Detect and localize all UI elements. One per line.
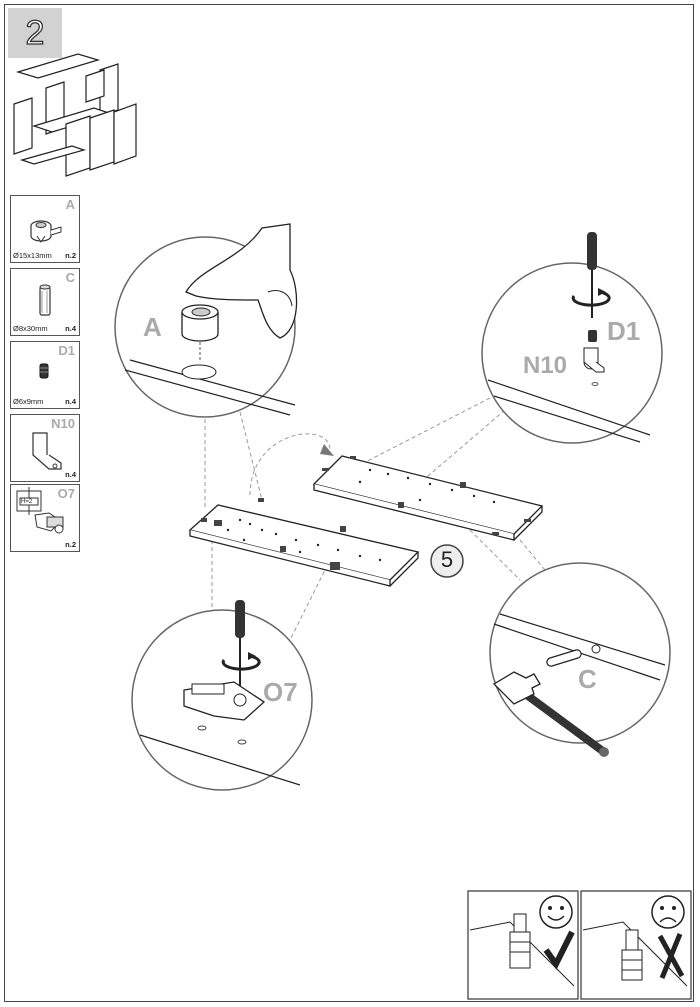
step-number: 2 xyxy=(25,13,45,52)
detail-label-o7: O7 xyxy=(263,677,298,707)
detail-circle-o7 xyxy=(131,600,313,791)
part-size: Ø15x13mm xyxy=(13,251,52,260)
detail-label-d1: D1 xyxy=(607,316,641,346)
part-size: Ø8x30mm xyxy=(13,324,48,333)
incorrect-usage-panel xyxy=(580,890,692,1000)
panel-right xyxy=(312,455,544,541)
detail-circle-c xyxy=(489,562,671,757)
quantity-callout-number: 5 xyxy=(440,547,454,572)
step-badge: 2 xyxy=(8,8,62,58)
hinge-marking: H=2 xyxy=(21,499,33,505)
part-card-n10: N10 n.4 xyxy=(10,414,80,482)
part-quantity: n.2 xyxy=(65,251,76,260)
part-code: N10 xyxy=(51,416,75,431)
part-quantity: n.4 xyxy=(65,324,76,333)
hammer-handle xyxy=(516,686,608,756)
quantity-callout xyxy=(430,544,464,578)
page-frame xyxy=(4,4,694,1002)
part-card-d1: D1 Ø6x9mm n.4 xyxy=(10,341,80,409)
shelf-pin-sleeve-icon xyxy=(39,363,49,379)
part-quantity: n.4 xyxy=(65,470,76,479)
correct-usage-panel xyxy=(467,890,579,1000)
part-quantity: n.4 xyxy=(65,397,76,406)
finger-drawing xyxy=(185,223,298,339)
part-card-c: C Ø8x30mm n.4 xyxy=(10,268,80,336)
detail-label-c: C xyxy=(578,664,597,694)
part-code: O7 xyxy=(57,486,75,501)
hammer-head xyxy=(492,671,541,705)
panel-fittings xyxy=(201,456,531,570)
cross-icon xyxy=(657,933,685,979)
part-card-a: A Ø15x13mm n.2 xyxy=(10,195,80,263)
dowel-drawing xyxy=(546,649,582,667)
sad-face-icon xyxy=(651,895,685,929)
part-code: C xyxy=(65,270,75,285)
detail-circle-d1-n10 xyxy=(481,232,663,444)
wooden-dowel-icon xyxy=(39,284,51,316)
move-arrow-icon xyxy=(320,444,334,456)
part-code: A xyxy=(65,197,75,212)
rotate-arrow-icon xyxy=(571,290,611,307)
screwdriver-handle xyxy=(587,232,597,270)
part-quantity: n.2 xyxy=(65,540,76,549)
shelf-support-icon xyxy=(32,432,62,470)
hinge-icon xyxy=(16,487,64,534)
detail-label-a: A xyxy=(143,312,162,342)
panel-left xyxy=(188,504,420,587)
panel-holes xyxy=(226,468,496,562)
cabinet-overview-drawing xyxy=(13,53,137,177)
detail-circle-a xyxy=(114,223,298,418)
part-size: Ø6x9mm xyxy=(13,397,44,406)
smiley-icon xyxy=(539,895,573,929)
part-card-o7: O7 H=2 n.2 xyxy=(10,484,80,552)
cam-lock-icon xyxy=(30,220,62,243)
part-code: D1 xyxy=(58,343,75,358)
detail-label-n10: N10 xyxy=(523,352,568,379)
checkmark-icon xyxy=(543,930,575,970)
